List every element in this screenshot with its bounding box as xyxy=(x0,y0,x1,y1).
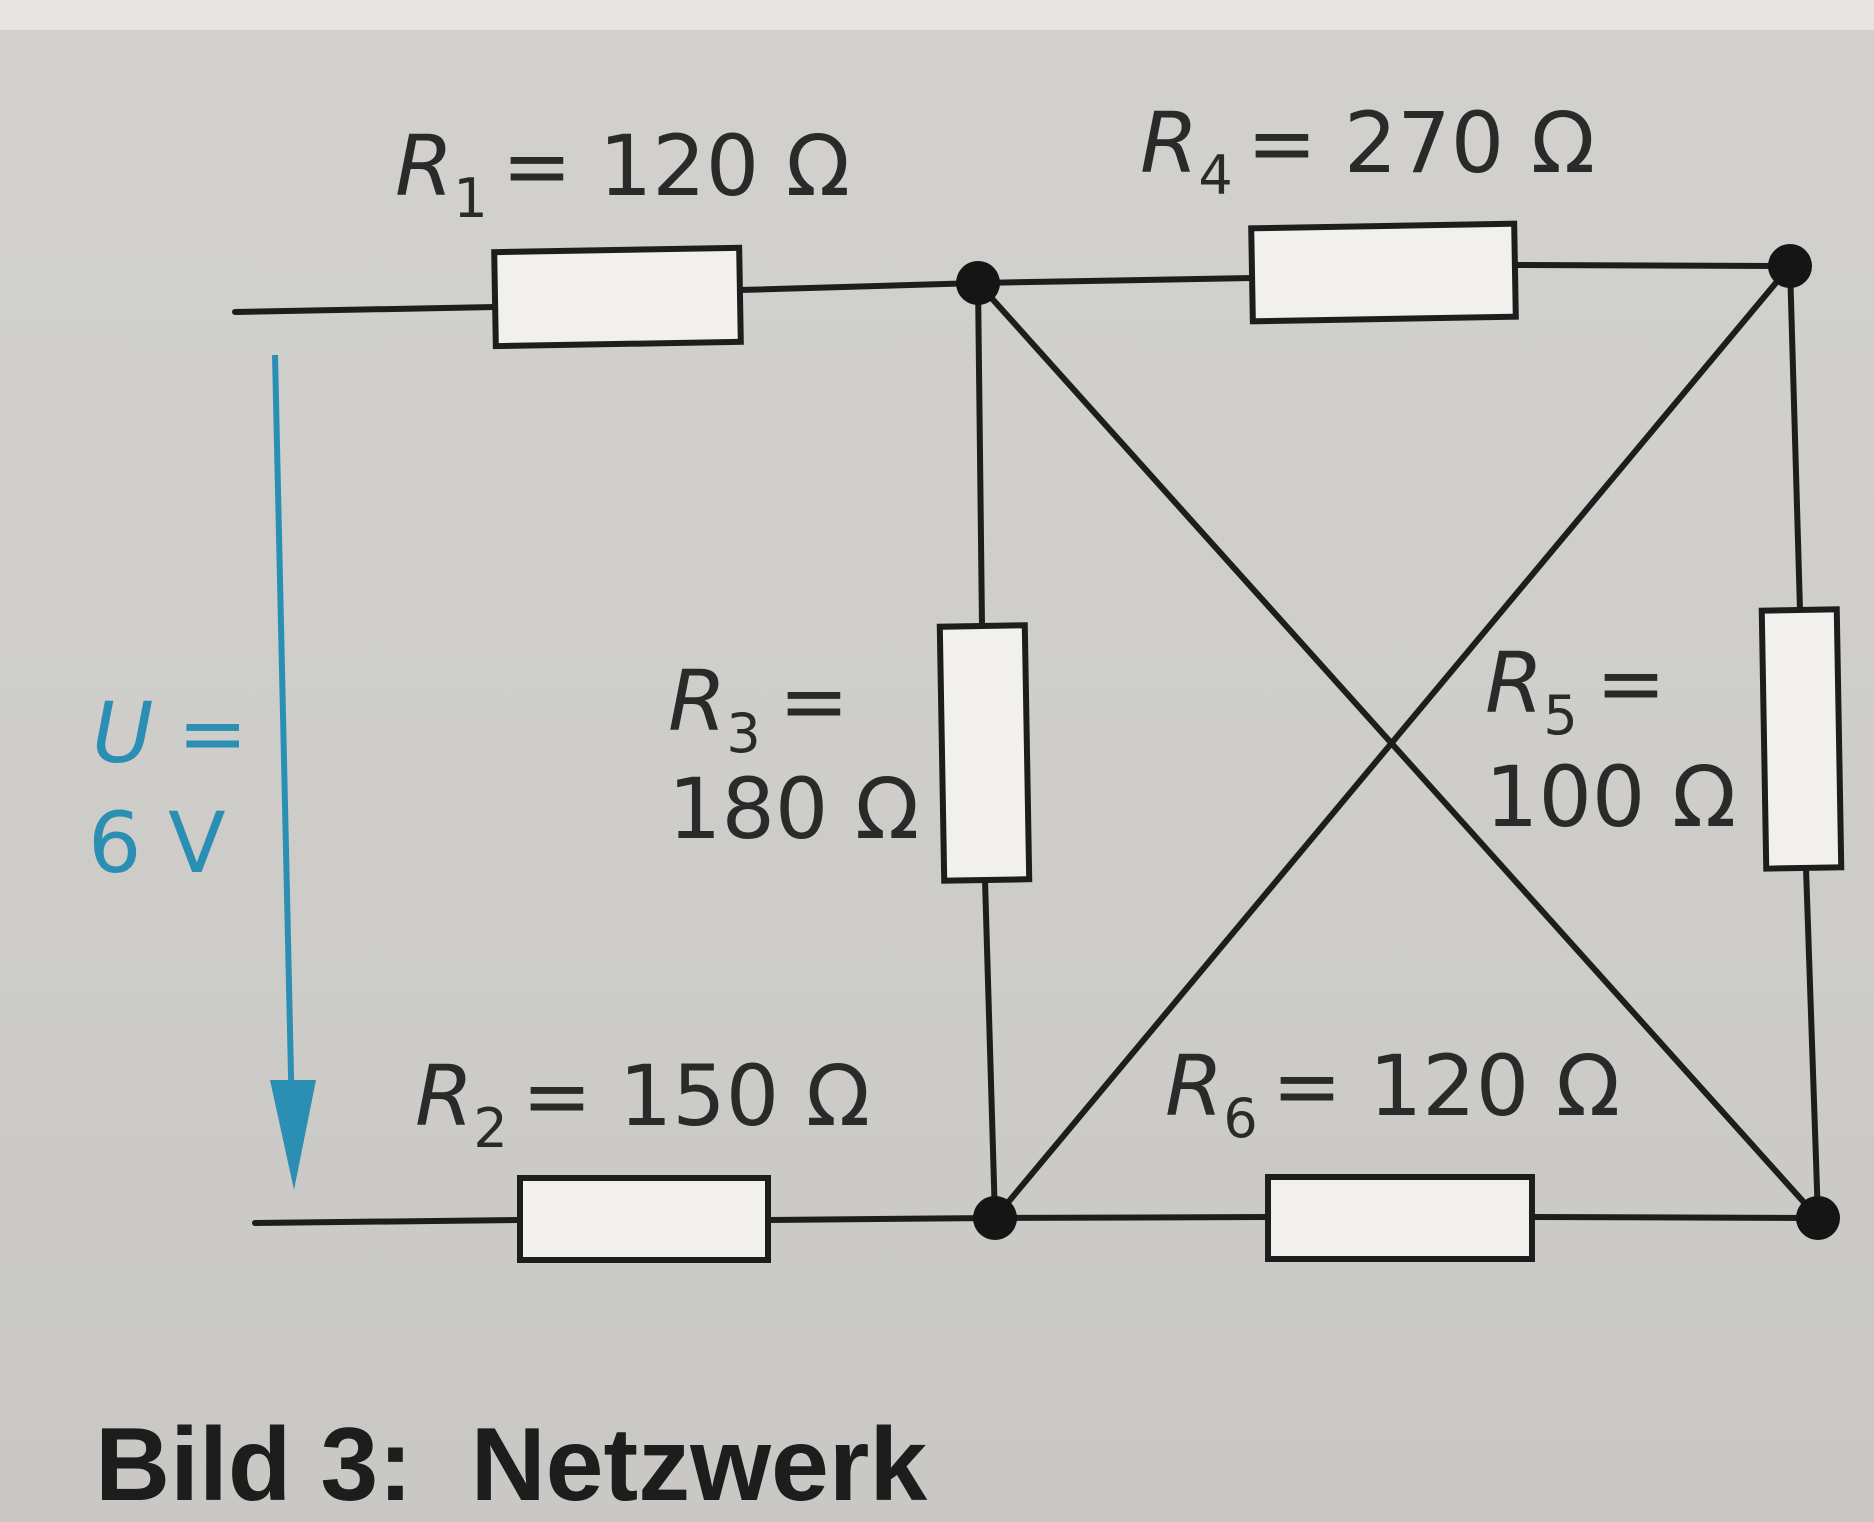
wire-diagonal-down xyxy=(975,280,1821,1221)
wire-r3-top xyxy=(975,280,985,629)
wire-top-right-a xyxy=(975,275,1255,286)
wire-r3-bottom xyxy=(982,877,998,1221)
voltage-arrow-head xyxy=(270,1080,316,1190)
figure-caption: Bild 3: Netzwerk xyxy=(95,1407,927,1522)
label-r4: R4= 270 Ω xyxy=(1140,94,1595,207)
resistor-r6 xyxy=(1265,1174,1535,1262)
label-r5-line2: 100 Ω xyxy=(1485,748,1736,846)
node-bottom-right xyxy=(1796,1196,1840,1240)
node-top-right xyxy=(1768,244,1812,288)
label-r5-line1: R5= xyxy=(1485,634,1666,747)
voltage-arrow-shaft xyxy=(272,354,295,1121)
wire-bottom-left xyxy=(252,1217,523,1226)
label-r1: R1= 120 Ω xyxy=(395,117,850,230)
wire-bottom-right-b xyxy=(1529,1214,1821,1221)
wire-top-left xyxy=(232,304,498,315)
resistor-r2 xyxy=(517,1175,771,1263)
wire-bottom-right-a xyxy=(992,1214,1271,1221)
voltage-label-line2: 6 V xyxy=(88,794,226,892)
page-edge xyxy=(0,0,1874,30)
label-r3-line1: R3= xyxy=(668,652,849,765)
resistor-r1 xyxy=(491,244,744,350)
label-r2: R2= 150 Ω xyxy=(415,1047,870,1160)
wire-bottom-mid xyxy=(765,1215,998,1223)
wire-diagonal-up xyxy=(992,263,1793,1221)
wire-r5-bottom xyxy=(1803,865,1821,1221)
wire-top-right-b xyxy=(1512,262,1793,269)
resistor-r5 xyxy=(1758,606,1845,872)
label-r6: R6= 120 Ω xyxy=(1165,1037,1620,1150)
wire-r5-top xyxy=(1787,263,1803,613)
wire-top-mid xyxy=(737,280,981,293)
label-r3-line2: 180 Ω xyxy=(668,760,919,858)
resistor-r4 xyxy=(1248,220,1519,325)
node-bottom-left xyxy=(973,1196,1017,1240)
resistor-r3 xyxy=(936,622,1033,884)
node-top-left xyxy=(956,261,1000,305)
voltage-label-line1: U= xyxy=(92,684,248,782)
